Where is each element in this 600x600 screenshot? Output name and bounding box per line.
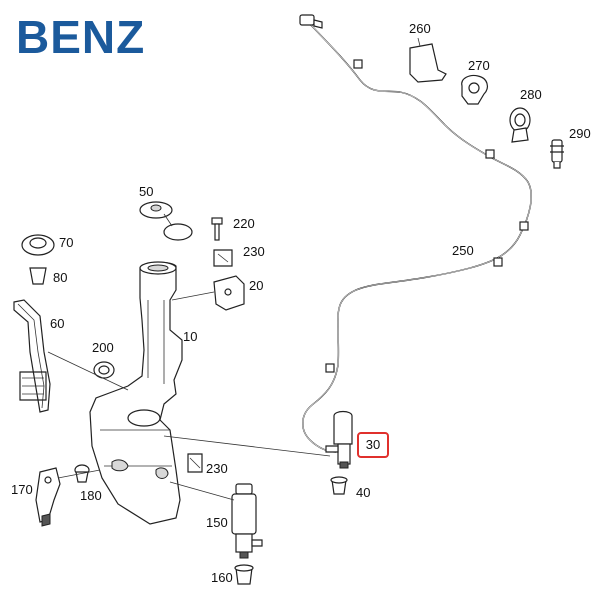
rubber-grommet xyxy=(21,234,55,256)
callout-220[interactable]: 220 xyxy=(233,216,255,231)
nut-clip-lower xyxy=(187,453,203,473)
sensor-grommet xyxy=(74,464,90,483)
callout-200[interactable]: 200 xyxy=(92,340,114,355)
callout-230-top[interactable]: 230 xyxy=(243,244,265,259)
headlamp-washer-pump xyxy=(231,483,263,559)
bolt xyxy=(211,217,223,241)
washer-pump xyxy=(325,410,353,469)
hose-connector xyxy=(299,14,315,26)
callout-70[interactable]: 70 xyxy=(59,235,74,250)
callout-290[interactable]: 290 xyxy=(569,126,591,141)
callout-270[interactable]: 270 xyxy=(468,58,490,73)
filler-cap xyxy=(139,201,193,241)
callout-150[interactable]: 150 xyxy=(206,515,228,530)
callout-60[interactable]: 60 xyxy=(50,316,65,331)
hose-clip xyxy=(461,74,488,105)
callout-180[interactable]: 180 xyxy=(80,488,102,503)
callout-80[interactable]: 80 xyxy=(53,270,68,285)
hose-clamp xyxy=(509,107,531,143)
callout-170[interactable]: 170 xyxy=(11,482,33,497)
callout-50[interactable]: 50 xyxy=(139,184,154,199)
nut-clip-top xyxy=(213,249,233,267)
rubber-plug xyxy=(29,267,47,285)
callout-160[interactable]: 160 xyxy=(211,570,233,585)
washer-reservoir xyxy=(89,261,183,525)
callout-30-highlighted[interactable]: 30 xyxy=(357,432,389,458)
hose-connector-290 xyxy=(550,139,564,169)
hose-bracket xyxy=(409,37,447,83)
callout-260[interactable]: 260 xyxy=(409,21,431,36)
leader-lines xyxy=(47,291,331,501)
brand-logo: BENZ xyxy=(16,11,146,63)
callout-280[interactable]: 280 xyxy=(520,87,542,102)
reservoir-bracket xyxy=(213,275,245,311)
pump-grommet xyxy=(330,476,348,495)
callout-40[interactable]: 40 xyxy=(356,485,371,500)
callout-10[interactable]: 10 xyxy=(183,329,198,344)
callout-20[interactable]: 20 xyxy=(249,278,264,293)
callout-250[interactable]: 250 xyxy=(452,243,474,258)
level-sensor xyxy=(35,467,61,527)
callout-230-lower[interactable]: 230 xyxy=(206,461,228,476)
callout-30: 30 xyxy=(365,437,381,452)
seal-ring xyxy=(93,361,115,379)
filler-pipe xyxy=(13,299,51,413)
pump-grommet-160 xyxy=(234,564,254,585)
washer-hose xyxy=(299,14,532,453)
